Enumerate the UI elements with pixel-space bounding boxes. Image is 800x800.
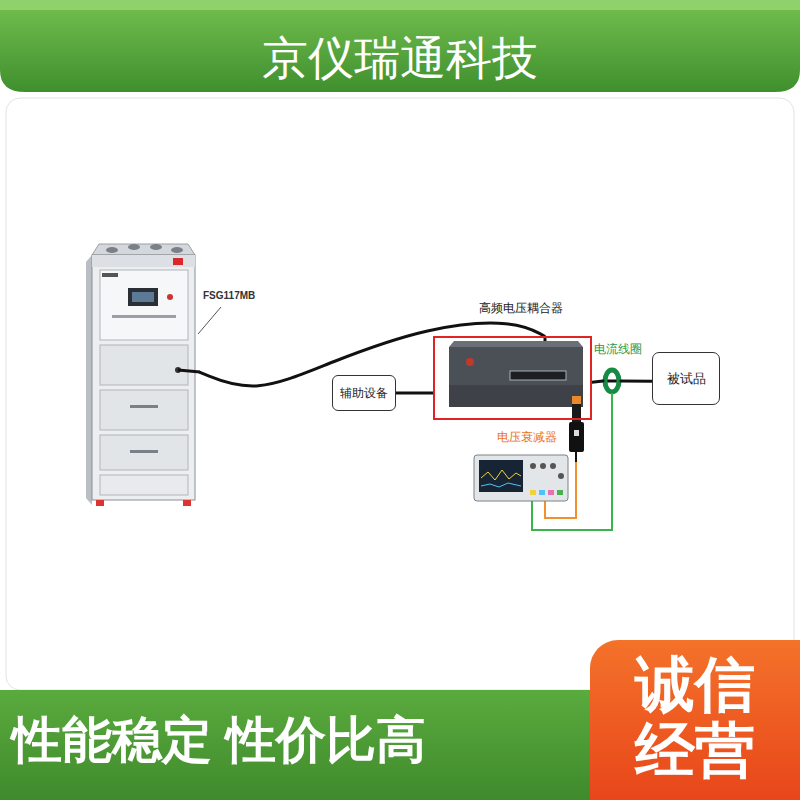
cabinet-node: FSG117MB <box>85 250 200 505</box>
cabinet-illustration <box>102 273 118 277</box>
process-box: 被试品 <box>652 352 720 405</box>
banner-title: 京仪瑞通科技 <box>0 33 800 83</box>
node-text: 电流线圈 <box>594 341 612 358</box>
cable-connector <box>396 392 433 395</box>
node-text: FSG117MB <box>203 290 318 301</box>
current-coil <box>605 370 619 392</box>
cabinet-illustration <box>150 244 162 250</box>
cabinet-illustration <box>130 450 158 453</box>
oscilloscope <box>474 455 568 501</box>
node-text: 被试品 <box>667 370 706 388</box>
cabinet-illustration <box>92 244 195 255</box>
coil-node: 电流线圈 <box>603 369 621 393</box>
cabinet-illustration <box>92 255 195 267</box>
coupler-body <box>449 385 583 407</box>
oscilloscope <box>548 490 554 495</box>
oscilloscope <box>479 460 523 492</box>
cabinet-illustration <box>171 247 183 253</box>
cabinet-illustration <box>128 288 158 306</box>
cabinet-illustration <box>100 270 188 340</box>
cabinet-illustration <box>183 500 191 506</box>
top-banner <box>0 0 800 92</box>
oscilloscope <box>530 463 536 469</box>
oscilloscope <box>530 490 536 495</box>
top-banner <box>0 0 800 10</box>
panel-frame <box>6 98 794 690</box>
oscilloscope <box>550 463 556 469</box>
voltage-probe <box>574 430 579 436</box>
coupler-body <box>449 336 583 407</box>
voltage-probe <box>575 452 577 462</box>
node-text: 高频电压耦合器 <box>479 300 634 317</box>
oscilloscope <box>558 473 564 479</box>
cabinet-illustration <box>92 255 195 500</box>
process-box: 辅助设备 <box>332 375 396 411</box>
cabinet-illustration <box>100 390 188 430</box>
node-text: 诚信 经营 <box>630 652 760 784</box>
cabinet-illustration <box>86 244 200 506</box>
cabinet-illustration <box>100 345 188 385</box>
oscilloscope <box>481 470 521 480</box>
cable-connector <box>621 380 652 383</box>
cabinet-illustration <box>130 405 158 408</box>
cabinet-illustration <box>128 244 140 250</box>
oscilloscope <box>481 483 521 487</box>
node-text: 性能稳定 性价比高 <box>12 710 600 770</box>
cabinet-illustration <box>132 292 154 302</box>
cabinet-illustration <box>173 258 183 265</box>
leader-line <box>198 307 221 334</box>
oscilloscope <box>557 490 563 495</box>
cabinet-illustration <box>86 255 92 505</box>
oscilloscope <box>540 463 546 469</box>
cabinet-illustration <box>96 500 104 506</box>
coupler-body <box>449 341 583 347</box>
cabinet-illustration <box>106 247 118 253</box>
voltage-probe <box>569 422 584 452</box>
cable-connector <box>592 381 603 382</box>
current-coil <box>603 370 621 392</box>
node-text: 辅助设备 <box>340 385 388 402</box>
top-banner <box>0 0 800 92</box>
cabinet-illustration <box>178 370 200 372</box>
oscilloscope <box>474 455 568 501</box>
cabinet-illustration <box>100 435 188 470</box>
coupler-body <box>466 358 474 366</box>
voltage-probe <box>572 396 581 404</box>
coupler-body <box>510 371 566 380</box>
voltage-probe <box>569 396 584 462</box>
slogan-block: 诚信 经营 <box>590 640 800 800</box>
part-label: 电压衰减器 <box>497 429 557 446</box>
coupler-node: 高频电压耦合器 <box>433 336 592 420</box>
cabinet-illustration <box>167 294 173 300</box>
cabinet-illustration <box>112 315 176 318</box>
cabinet-illustration <box>100 475 188 495</box>
coupler-body <box>449 347 583 407</box>
slogan-band: 性能稳定 性价比高 <box>0 690 600 800</box>
oscilloscope <box>539 490 545 495</box>
